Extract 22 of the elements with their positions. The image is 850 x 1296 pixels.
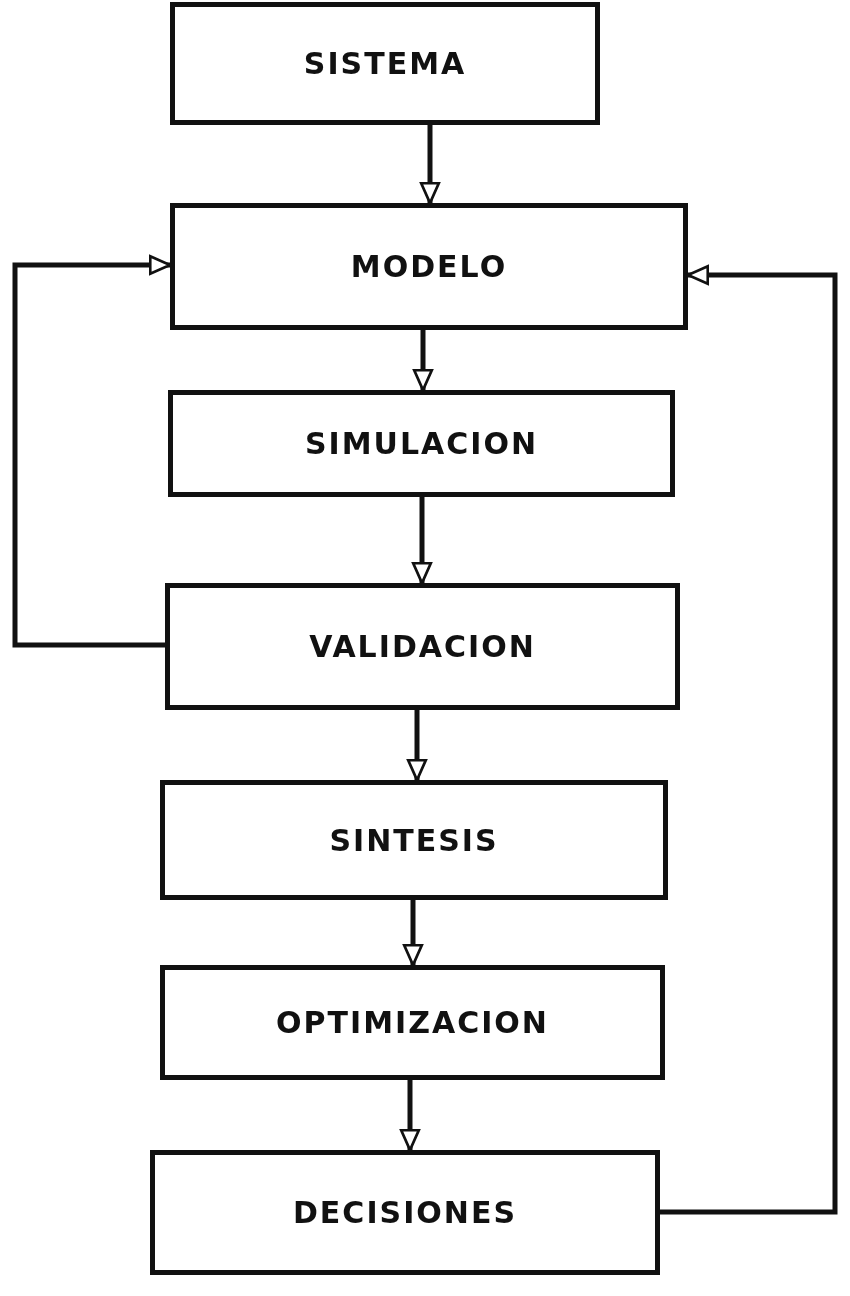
box-label: SIMULACION: [304, 426, 539, 461]
arrow: [411, 497, 433, 585]
process-box: [165, 583, 680, 710]
box-label: OPTIMIZACION: [276, 1005, 549, 1040]
arrow: [12, 254, 172, 648]
arrow: [406, 710, 428, 782]
process-box: [170, 203, 688, 330]
arrow: [419, 125, 441, 205]
process-box: [160, 780, 668, 900]
box-label: SISTEMA: [303, 46, 467, 81]
arrow: [660, 264, 838, 1215]
process-box: [160, 965, 665, 1080]
process-box: [170, 2, 600, 125]
box-label: MODELO: [350, 249, 508, 284]
arrow: [399, 1080, 421, 1152]
arrow: [402, 900, 424, 967]
box-label: SINTESIS: [329, 822, 499, 858]
process-box: [168, 390, 675, 497]
box-label: VALIDACION: [309, 629, 536, 664]
arrow: [412, 330, 434, 392]
process-box: [150, 1150, 660, 1275]
box-label: DECISIONES: [292, 1195, 518, 1230]
